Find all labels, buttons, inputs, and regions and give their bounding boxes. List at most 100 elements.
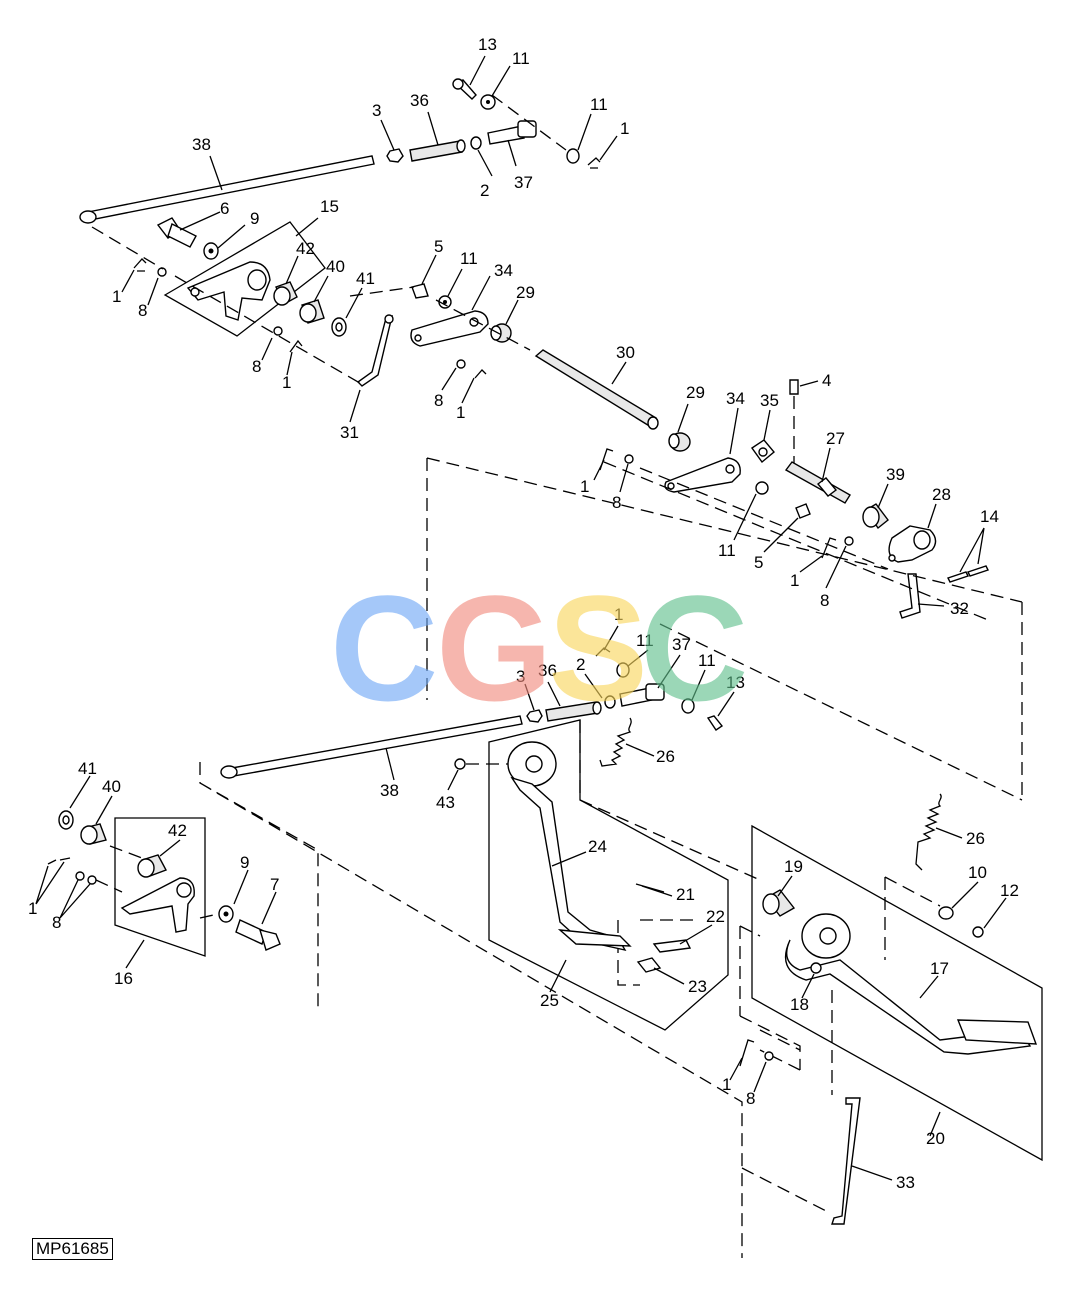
callout-9: 9 (240, 853, 249, 872)
rod-31 (356, 314, 393, 387)
shaft-27 (784, 461, 851, 504)
pedal-24-box (488, 719, 729, 1031)
callout-36: 36 (410, 91, 429, 110)
callout-34: 34 (726, 389, 745, 408)
callout-38: 38 (380, 781, 399, 800)
callout-40: 40 (102, 777, 121, 796)
bolt-5-lower (795, 503, 811, 519)
callout-10: 10 (968, 863, 987, 882)
nut-8-c (456, 359, 466, 369)
cotter-1-e (821, 537, 837, 559)
callout-20: 20 (926, 1129, 945, 1148)
watermark-letter-c: C (640, 564, 749, 732)
ring-12 (972, 926, 984, 938)
callout-5: 5 (434, 237, 443, 256)
nut-18 (810, 962, 822, 974)
callout-41: 41 (356, 269, 375, 288)
washer-11-upper-mid (616, 662, 630, 678)
callout-8: 8 (52, 913, 61, 932)
callout-19: 19 (784, 857, 803, 876)
nut-8-b (273, 326, 283, 336)
sleeve-36-upper (409, 139, 466, 162)
callout-6: 6 (220, 199, 229, 218)
callout-11: 11 (460, 249, 478, 268)
cotter-1-i (739, 1039, 755, 1067)
callout-3: 3 (372, 101, 381, 120)
callout-9: 9 (250, 209, 259, 228)
callout-33: 33 (896, 1173, 915, 1192)
callout-1: 1 (28, 899, 37, 918)
callout-8: 8 (252, 357, 261, 376)
leader-lines (35, 55, 1007, 1181)
callout-1: 1 (580, 477, 589, 496)
cotter-1-mid (595, 647, 611, 657)
nut-8-d (624, 454, 634, 464)
lever-34-lower (664, 457, 741, 493)
callout-29: 29 (686, 383, 705, 402)
pins-14 (947, 565, 989, 583)
cotter-1-b (289, 339, 303, 353)
callout-3: 3 (516, 667, 525, 686)
nut-8-f1 (75, 871, 85, 881)
bolt-6 (156, 217, 197, 248)
bushing-39 (862, 503, 889, 530)
callout-32: 32 (950, 599, 969, 618)
clevis-37-upper (487, 120, 537, 145)
callout-13: 13 (726, 673, 745, 692)
bolt-5-upper (411, 283, 429, 299)
callout-labels: 13 11 3 36 11 1 38 2 37 6 9 15 42 40 41 … (28, 35, 1019, 1192)
callout-25: 25 (540, 991, 559, 1010)
spring-26-upper (599, 717, 632, 767)
callout-37: 37 (514, 173, 533, 192)
nut-8-g (764, 1051, 774, 1061)
callout-31: 31 (340, 423, 359, 442)
callout-1: 1 (614, 605, 623, 624)
assembly-frame (426, 457, 1023, 801)
callout-38: 38 (192, 135, 211, 154)
callout-5: 5 (754, 553, 763, 572)
callout-4: 4 (822, 371, 831, 390)
callout-40: 40 (326, 257, 345, 276)
plate-35 (751, 439, 775, 464)
callout-11: 11 (636, 631, 654, 650)
bushing-40-upper (299, 299, 325, 324)
callout-11: 11 (718, 541, 736, 560)
callout-1: 1 (790, 571, 799, 590)
callout-1: 1 (282, 373, 291, 392)
bushing-42-upper (273, 281, 298, 306)
callout-21: 21 (676, 885, 695, 904)
callout-41: 41 (78, 759, 97, 778)
callout-39: 39 (886, 465, 905, 484)
rod-38-upper (79, 155, 375, 224)
lever-34-upper (410, 310, 489, 347)
callout-36: 36 (538, 661, 557, 680)
pedal-17 (784, 913, 1038, 1055)
diagram-reference-id: MP61685 (32, 1238, 113, 1260)
cotter-1-d (599, 448, 614, 471)
callout-11: 11 (590, 95, 608, 114)
bushing-40-lower (80, 823, 107, 845)
watermark-letter-s: S (548, 564, 649, 732)
bushing-29-lower (668, 432, 691, 452)
callout-35: 35 (760, 391, 779, 410)
callout-14: 14 (980, 507, 999, 526)
washer-11-lower-mid (681, 698, 695, 714)
rod-32 (899, 573, 921, 619)
callout-11: 11 (698, 651, 716, 670)
callout-8: 8 (138, 301, 147, 320)
callout-15: 15 (320, 197, 339, 216)
callout-28: 28 (932, 485, 951, 504)
nut-2-upper (470, 136, 482, 150)
callout-42: 42 (296, 239, 315, 258)
callout-8: 8 (746, 1089, 755, 1108)
callout-30: 30 (616, 343, 635, 362)
watermark-letter-c: C (330, 564, 439, 732)
callout-13: 13 (478, 35, 497, 54)
nut-8-e (844, 536, 854, 546)
callout-26: 26 (966, 829, 985, 848)
washer-11-right (566, 148, 580, 164)
callout-24: 24 (588, 837, 607, 856)
bracket-16 (120, 877, 195, 933)
pin-13-upper (452, 78, 477, 100)
